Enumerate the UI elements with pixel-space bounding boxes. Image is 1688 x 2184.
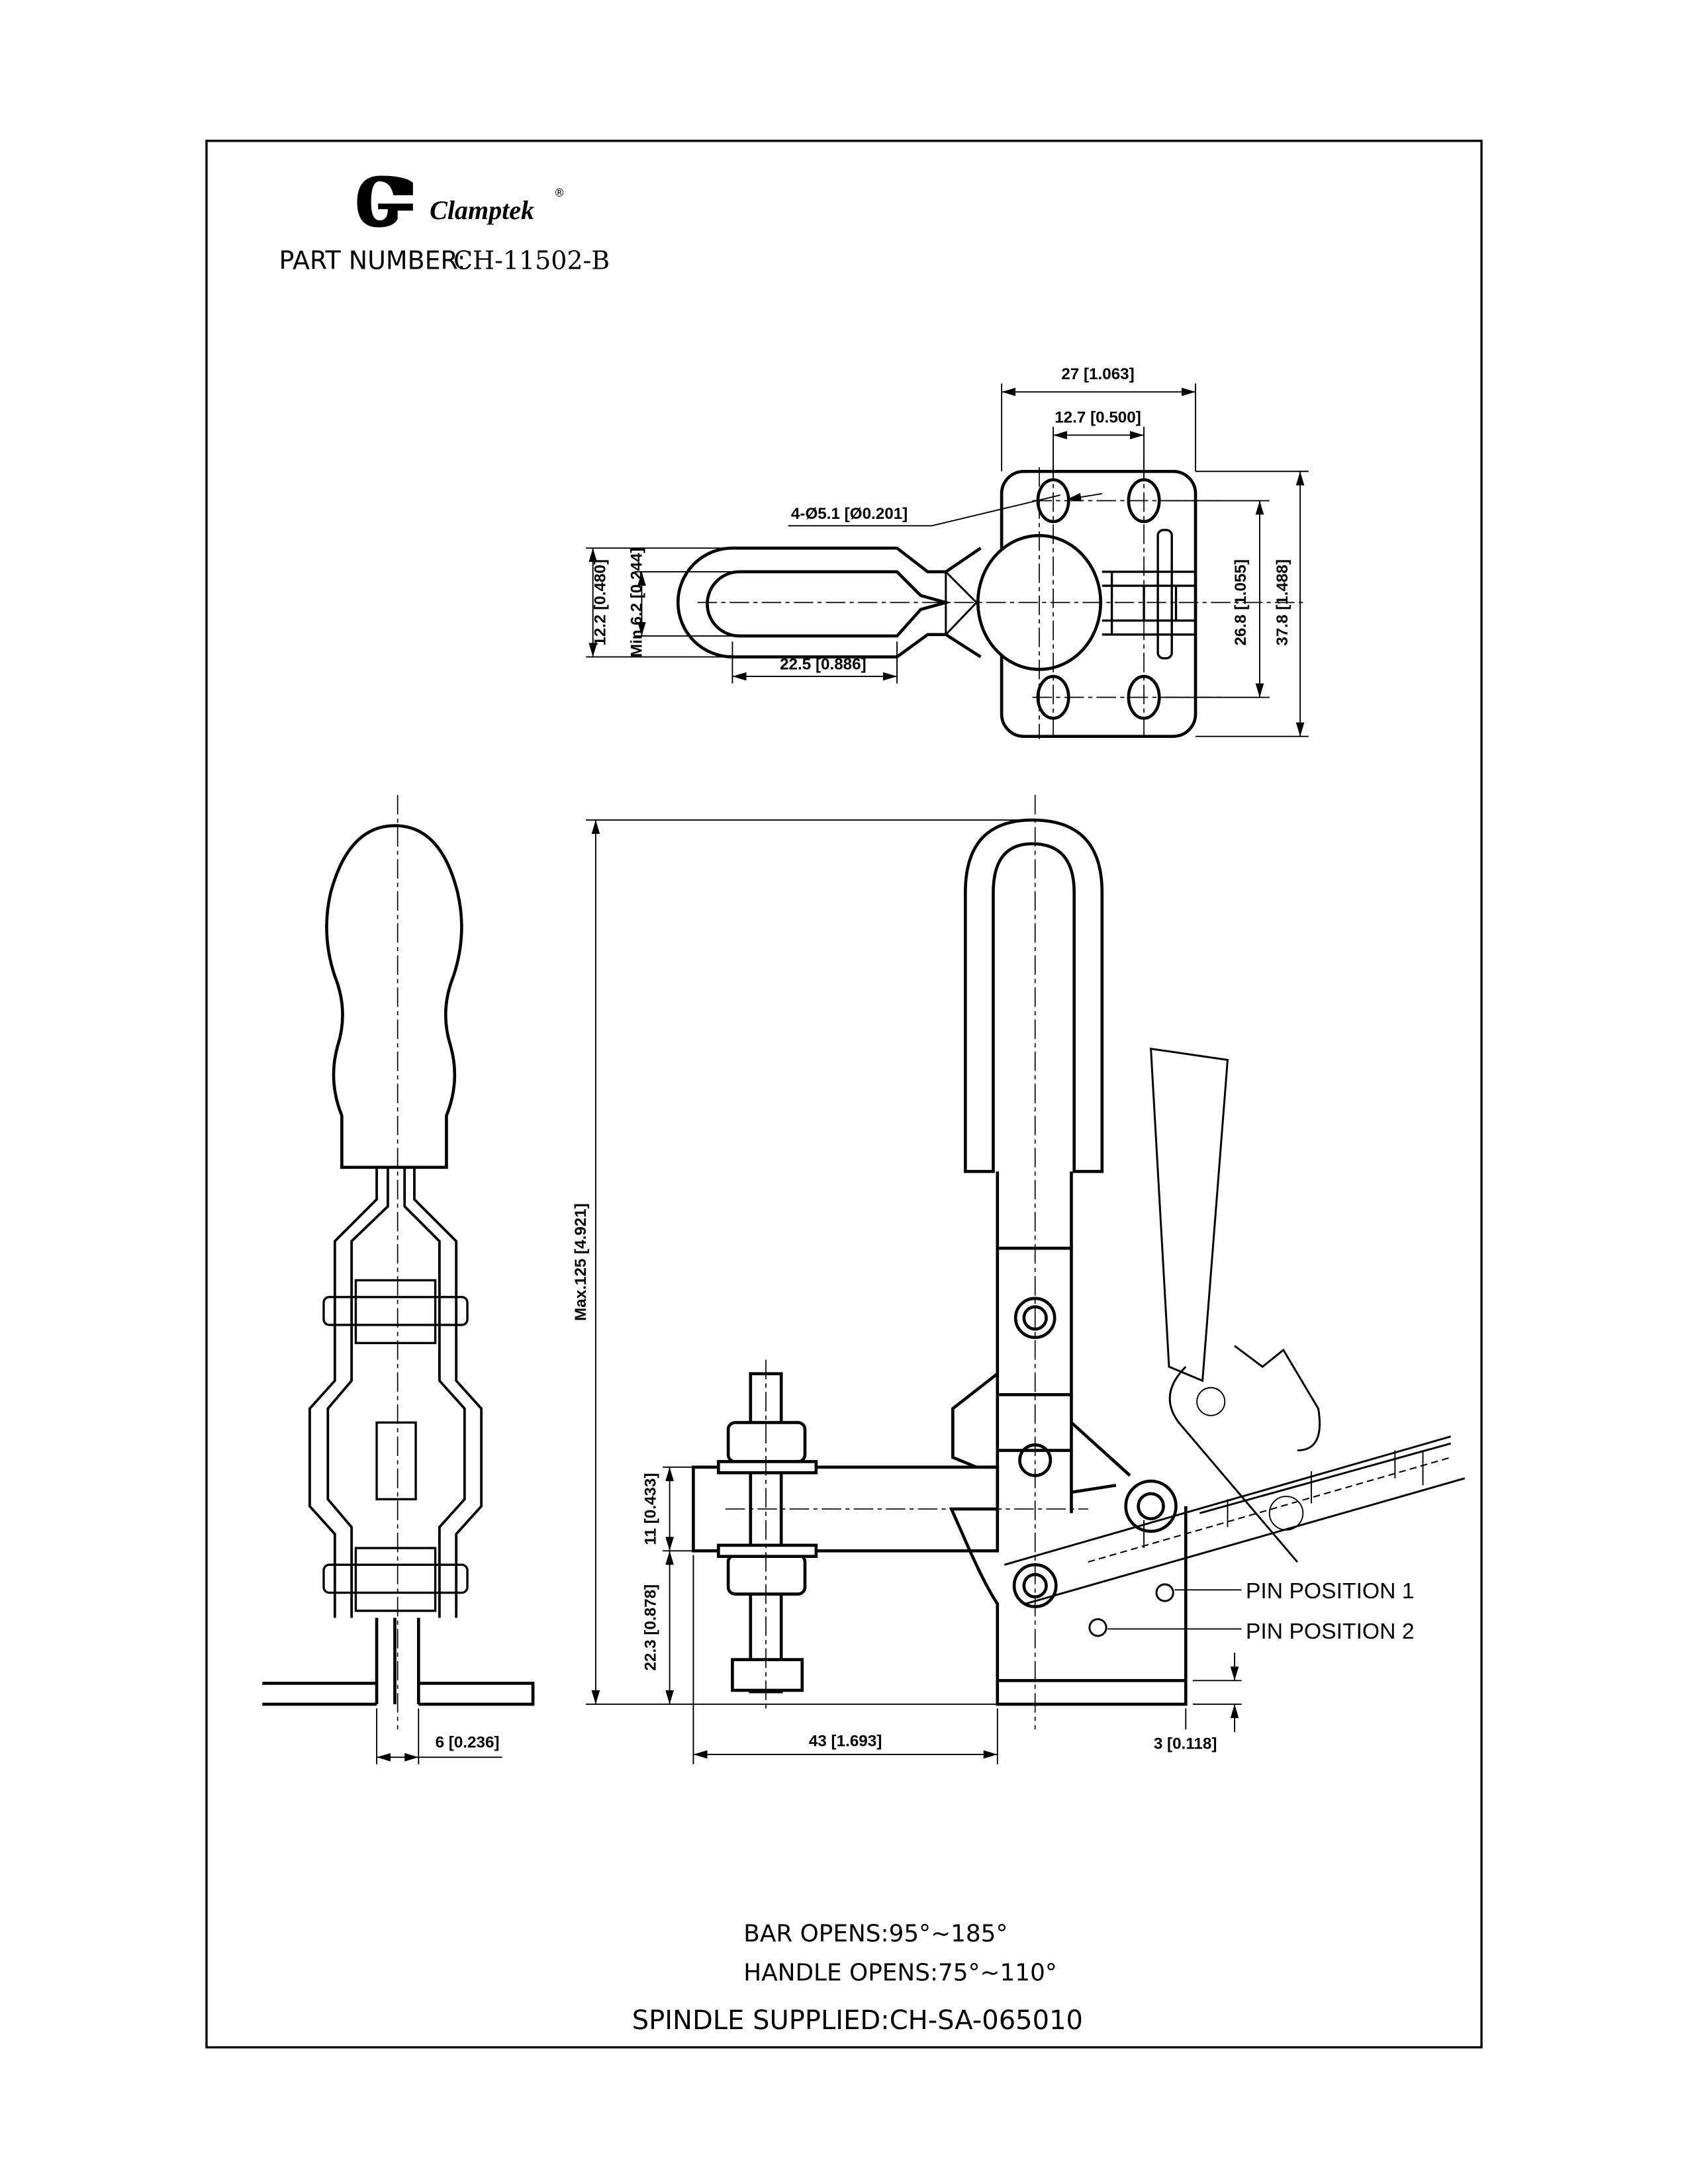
note-handle-opens: HANDLE OPENS:75°~110° — [743, 1959, 1057, 1986]
dim-holes: 4-Ø5.1 [Ø0.201] — [791, 505, 908, 523]
part-number-label: PART NUMBER: — [279, 246, 466, 275]
pin-position-2-label: PIN POSITION 2 — [1246, 1619, 1415, 1644]
pin-position-1-label: PIN POSITION 1 — [1246, 1578, 1415, 1604]
dim-hole-spacing-x: 12.7 [0.500] — [1055, 409, 1141, 427]
sheet-border — [205, 140, 1483, 2049]
brand-name: Clamptek — [430, 195, 534, 225]
dim-slot-width: 12.2 [0.480] — [592, 559, 610, 646]
dim-plate-gap: 6 [0.236] — [436, 1733, 500, 1751]
clamptek-logo: Clamptek ® — [357, 175, 565, 228]
registered-mark: ® — [554, 186, 565, 199]
dim-base-thickness: 3 [0.118] — [1154, 1735, 1217, 1753]
front-view: PIN POSITION 1 PIN POSITION 2 Max.125 [4… — [572, 795, 1466, 1764]
side-view: 6 [0.236] — [262, 795, 535, 1764]
dim-slot-min: Min.6.2 [0.244] — [628, 548, 645, 658]
dim-max-height: Max.125 [4.921] — [572, 1203, 590, 1321]
dim-reach: 43 [1.693] — [809, 1732, 882, 1750]
note-spindle: SPINDLE SUPPLIED:CH-SA-065010 — [632, 2005, 1083, 2036]
dim-width-overall: 27 [1.063] — [1061, 365, 1134, 383]
pin-position-1-hole — [1155, 1583, 1174, 1602]
side-grip — [325, 824, 463, 1169]
clamp-body — [949, 1506, 1188, 1706]
dim-arm-height: 22.3 [0.878] — [642, 1584, 660, 1671]
dim-base-length: 37.8 [1.488] — [1274, 559, 1291, 646]
top-view: 27 [1.063] 12.7 [0.500] 4-Ø5.1 [Ø0.201] … — [586, 365, 1309, 739]
dim-slot-length: 22.5 [0.886] — [780, 655, 867, 673]
handle-slot — [706, 570, 952, 638]
pin-position-2-hole — [1088, 1618, 1107, 1637]
dim-hole-spacing-y: 26.8 [1.055] — [1232, 559, 1250, 646]
part-number-value: CH-11502-B — [453, 246, 610, 275]
front-grip — [964, 818, 1104, 1173]
note-bar-opens: BAR OPENS:95°~185° — [743, 1920, 1008, 1947]
dim-arm-thickness: 11 [0.433] — [642, 1473, 660, 1545]
